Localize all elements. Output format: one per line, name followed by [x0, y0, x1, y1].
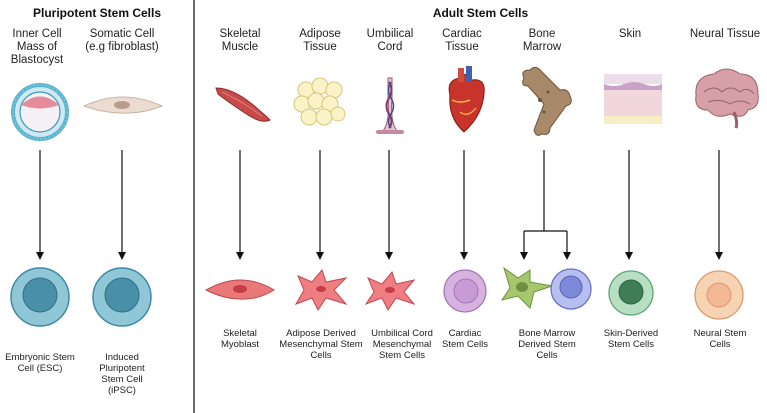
umbilical-msc-cell — [364, 270, 416, 311]
result-label-umbilical-msc: Umbilical Cord Mesenchymal Stem Cells — [371, 328, 433, 361]
result-label-neural: Neural Stem Cells — [693, 328, 747, 350]
result-label-esc: Embryonic Stem Cell (ESC) — [5, 352, 75, 374]
esc-cell — [10, 267, 70, 327]
bone-marrow-stem-cell-blue — [550, 268, 592, 310]
source-label-skin: Skin — [618, 28, 642, 40]
bone-icon — [522, 66, 572, 136]
pluripotent-header: Pluripotent Stem Cells — [32, 6, 162, 20]
result-label-skin: Skin-Derived Stem Cells — [603, 328, 659, 350]
blastocyst-icon — [11, 83, 69, 141]
skeletal-muscle-icon — [215, 87, 271, 122]
adult-header: Adult Stem Cells — [432, 6, 529, 20]
result-label-cardiac: Cardiac Stem Cells — [442, 328, 488, 350]
heart-icon — [448, 66, 485, 133]
myoblast-cell — [204, 279, 275, 300]
source-label-inner-cell-mass: Inner Cell Mass of Blastocyst — [10, 28, 64, 66]
result-label-adipose-msc: Adipose Derived Mesenchymal Stem Cells — [279, 328, 363, 361]
ipsc-cell — [92, 267, 152, 327]
source-label-adipose-tissue: Adipose Tissue — [299, 28, 341, 53]
umbilical-cord-icon — [376, 77, 404, 134]
skin-icon — [604, 74, 662, 124]
cardiac-stem-cell — [443, 269, 487, 313]
brain-icon — [695, 68, 759, 129]
source-label-somatic-cell: Somatic Cell (e.g fibroblast) — [85, 28, 159, 53]
bone-marrow-stem-cell-green — [500, 266, 553, 309]
arrows — [36, 150, 723, 260]
result-label-ipsc: Induced Pluripotent Stem Cell (iPSC) — [99, 352, 145, 396]
skin-derived-stem-cell — [608, 270, 654, 316]
adipose-msc-cell — [294, 268, 348, 311]
section-divider — [193, 0, 195, 413]
source-label-umbilical-cord: Umbilical Cord — [366, 28, 414, 53]
source-label-skeletal-muscle: Skeletal Muscle — [219, 28, 261, 53]
fibroblast-icon — [82, 96, 164, 114]
source-label-cardiac-tissue: Cardiac Tissue — [442, 28, 482, 53]
result-label-bone-marrow: Bone Marrow Derived Stem Cells — [518, 328, 576, 361]
source-label-bone-marrow: Bone Marrow — [522, 28, 562, 53]
adipose-tissue-icon — [293, 77, 346, 126]
result-label-myoblast: Skeletal Myoblast — [220, 328, 259, 350]
neural-stem-cell — [694, 270, 744, 320]
source-label-neural-tissue: Neural Tissue — [689, 28, 761, 40]
